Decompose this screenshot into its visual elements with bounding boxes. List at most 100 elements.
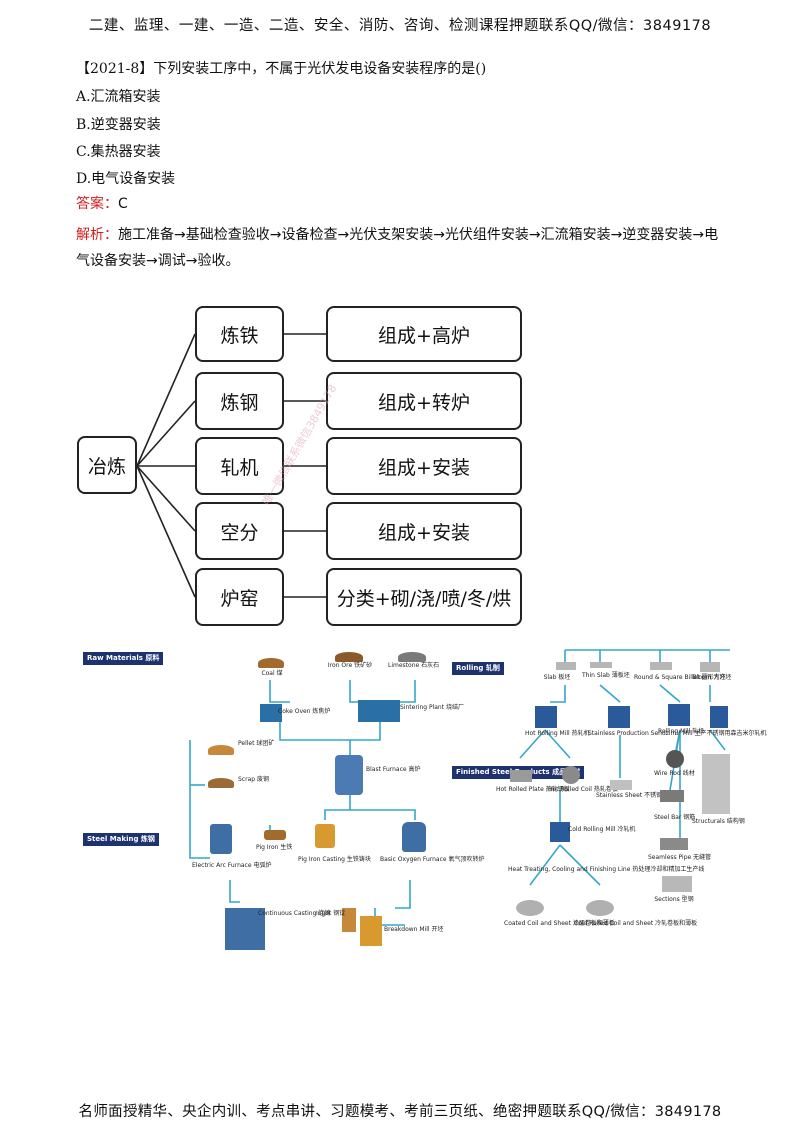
- steel-bar-icon: [660, 790, 684, 802]
- diagram-detail-label: 组成+安装: [378, 456, 470, 479]
- node-electric-arc-furnace: Electric Arc Furnace 电弧炉: [192, 862, 272, 869]
- seamless-pipe-icon: [660, 838, 688, 850]
- node-structurals: Structurals 结构钢: [692, 818, 745, 825]
- node-seamless-pipe: Seamless Pipe 无缝管: [648, 854, 712, 861]
- diagram-detail-box: 组成+高炉: [326, 306, 522, 362]
- blast-furnace-icon: [335, 755, 363, 795]
- banner-rolling: Rolling 轧制: [452, 662, 504, 675]
- node-thin-slab: Thin Slab 薄板坯: [582, 672, 630, 679]
- node-scrap: Scrap 废钢: [238, 776, 269, 783]
- node-heat-treating-line: Heat Treating, Cooling and Finishing Lin…: [508, 866, 705, 873]
- node-pig-iron: Pig Iron 生铁: [256, 844, 293, 851]
- node-sendzimir-mill: Stainless Production Sendzimir Mill 生产不锈…: [588, 730, 767, 737]
- node-rolling-mill: Rolling Mill 轧机: [658, 728, 705, 735]
- node-hot-rolled-coil: Hot Rolled Coil 热轧卷板: [548, 786, 618, 793]
- diagram-detail-box: 组成+安装: [326, 437, 522, 495]
- diagram-category-label: 炼铁: [220, 324, 259, 347]
- answer: 答案：C: [76, 193, 128, 213]
- diagram-category-label: 炉窑: [220, 587, 259, 610]
- electric-arc-furnace-icon: [210, 824, 232, 854]
- diagram-category-box: 炉窑: [195, 568, 284, 626]
- question-stem: 【2021-8】下列安装工序中，不属于光伏发电设备安装程序的是(): [76, 61, 487, 77]
- node-basic-oxygen-furnace: Basic Oxygen Furnace 氧气顶吹转炉: [380, 856, 485, 863]
- node-pig-iron-casting: Pig Iron Casting 生铁铸块: [298, 856, 371, 863]
- diagram-category-box: 炼钢: [195, 372, 284, 430]
- option-b: B.逆变器安装: [76, 117, 161, 133]
- bloom-icon: [700, 662, 720, 672]
- diagram-detail-label: 组成+安装: [378, 521, 470, 544]
- diagram-detail-label: 组成+高炉: [378, 324, 470, 347]
- coal-pile-icon: [258, 658, 284, 668]
- sendzimir-mill-icon: [608, 706, 630, 728]
- diagram-connectors: [136, 333, 326, 598]
- diagram-category-box: 轧机: [195, 437, 284, 495]
- slab-icon: [556, 662, 576, 670]
- banner-steel-making: Steel Making 炼钢: [83, 833, 159, 846]
- rolling-mill-icon: [668, 704, 690, 726]
- node-wire-rod: Wire Rod 线材: [654, 770, 695, 777]
- node-billet: Round & Square Billet 圆形方坯: [634, 674, 726, 681]
- node-continuous-casting: Continuous Casting 连铸: [258, 910, 331, 917]
- diagram-root-box: 冶炼: [77, 436, 137, 494]
- coke-oven-icon: [260, 704, 282, 722]
- diagram-category-box: 炼铁: [195, 306, 284, 362]
- hot-rolled-plate-icon: [510, 770, 532, 782]
- continuous-casting-icon: [225, 908, 265, 950]
- option-c: C.集热器安装: [76, 144, 161, 160]
- cold-rolled-coil-icon: [586, 900, 614, 916]
- diagram-root-label: 冶炼: [87, 455, 126, 478]
- page-header: 二建、监理、一建、一造、二造、安全、消防、咨询、检测课程押题联系QQ/微信：38…: [88, 18, 712, 34]
- pig-iron-casting-icon: [315, 824, 335, 848]
- node-coal: Coal 煤: [261, 670, 283, 677]
- node-iron-ore: Iron Ore 铁矿砂: [327, 662, 373, 669]
- diagram-detail-label: 分类+砌/浇/喷/冬/烘: [336, 587, 512, 610]
- pig-iron-icon: [264, 830, 286, 840]
- node-cold-rolling-mill: Cold Rolling Mill 冷轧机: [568, 826, 636, 833]
- diagram-detail-label: 组成+转炉: [378, 391, 470, 414]
- node-blast-furnace: Blast Furnace 高炉: [366, 766, 421, 773]
- sintering-plant-icon: [358, 700, 400, 722]
- node-coke-oven: Coke Oven 炼焦炉: [278, 708, 331, 715]
- page-footer: 名师面授精华、央企内训、考点串讲、习题模考、考前三页纸、绝密押题联系QQ/微信：…: [78, 1104, 722, 1120]
- explanation-label: 解析：: [76, 227, 118, 243]
- diagram-category-label: 炼钢: [220, 391, 259, 414]
- hot-rolled-coil-icon: [562, 766, 580, 784]
- hot-rolling-mill-icon: [535, 706, 557, 728]
- node-breakdown-mill: Breakdown Mill 开坯: [384, 926, 444, 933]
- basic-oxygen-furnace-icon: [402, 822, 426, 852]
- diagram-category-label: 轧机: [220, 456, 259, 479]
- answer-label: 答案：: [76, 196, 118, 212]
- node-steel-bar: Steel Bar 钢筋: [654, 814, 696, 821]
- answer-value: C: [118, 196, 128, 212]
- stainless-sheet-icon: [610, 780, 632, 790]
- node-hot-rolling-mill: Hot Rolling Mill 热轧机: [525, 730, 590, 737]
- diagram-detail-box: 分类+砌/浇/喷/冬/烘: [326, 568, 522, 626]
- ingot-icon: [342, 908, 356, 932]
- node-stainless-sheet: Stainless Sheet 不锈钢薄板: [596, 792, 675, 799]
- node-hot-rolled-plate: Hot Rolled Plate 热轧钢板: [496, 786, 570, 793]
- banner-raw-materials: Raw Materials 原料: [83, 652, 164, 665]
- thin-slab-icon: [590, 662, 612, 668]
- node-bloom: Bloom 大方坯: [692, 674, 732, 681]
- option-a: A.汇流箱安装: [76, 89, 161, 105]
- node-pellet: Pellet 球团矿: [238, 740, 275, 747]
- rolling-mill-2-icon: [710, 706, 728, 728]
- explanation: 解析：施工准备→基础检查验收→设备检查→光伏支架安装→光伏组件安装→汇流箱安装→…: [76, 222, 726, 274]
- pellet-pile-icon: [208, 745, 234, 755]
- diagram-detail-box: 组成+安装: [326, 502, 522, 560]
- scrap-pile-icon: [208, 778, 234, 788]
- option-d: D.电气设备安装: [76, 171, 176, 187]
- iron-ore-pile-icon: [335, 652, 363, 662]
- diagram-detail-box: 组成+转炉: [326, 372, 522, 430]
- cold-rolling-mill-icon: [550, 822, 570, 842]
- node-cold-rolled-coil: Cold Rolled Coil and Sheet 冷轧卷板和薄板: [574, 920, 698, 927]
- node-sections: Sections 型钢: [654, 896, 694, 903]
- billet-icon: [650, 662, 672, 670]
- node-coated-coil: Coated Coil and Sheet 涂层卷板和薄板: [504, 920, 615, 927]
- sections-icon: [662, 876, 692, 892]
- limestone-pile-icon: [398, 652, 426, 662]
- explanation-text: 施工准备→基础检查验收→设备检查→光伏支架安装→光伏组件安装→汇流箱安装→逆变器…: [76, 227, 719, 269]
- coated-coil-icon: [516, 900, 544, 916]
- node-sintering-plant: Sintering Plant 烧结厂: [400, 704, 464, 711]
- diagram-category-box: 空分: [195, 502, 284, 560]
